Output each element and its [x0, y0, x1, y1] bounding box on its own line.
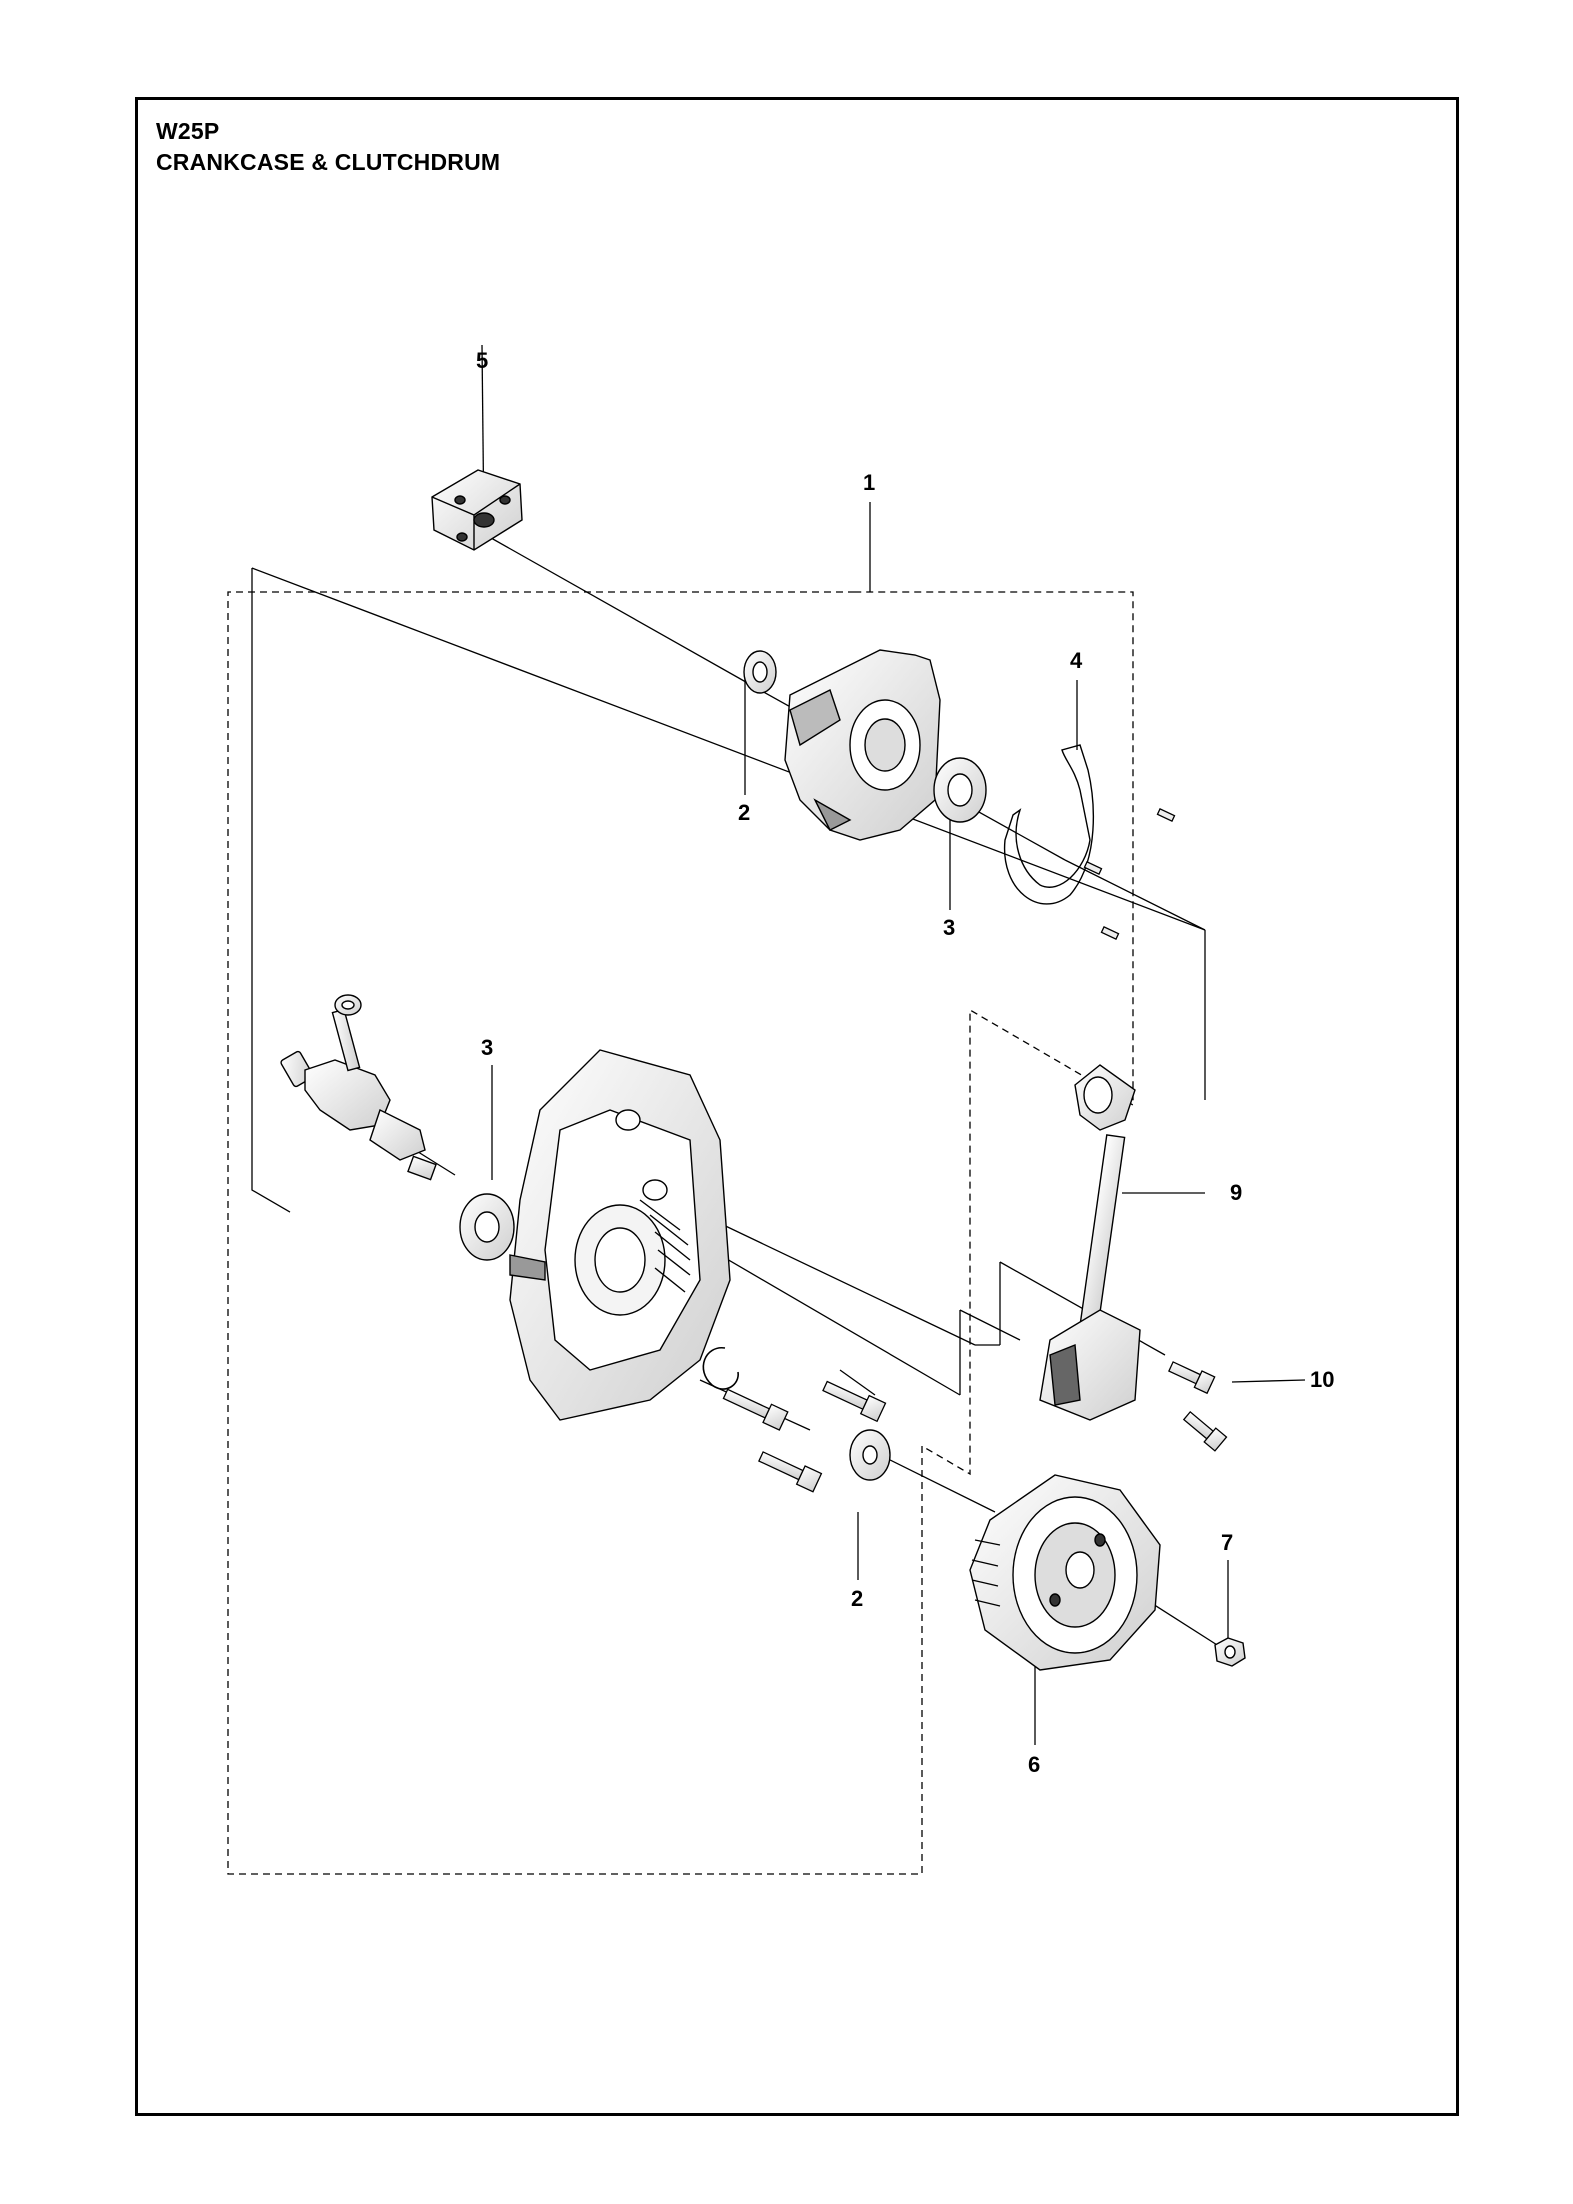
- gasket-part-4: [1003, 744, 1095, 905]
- flywheel-part-6: [969, 1474, 1161, 1671]
- washer-part-2-bottom: [849, 1429, 891, 1481]
- seal-part-2-top: [743, 650, 777, 694]
- crankcase-half-top: [784, 649, 941, 841]
- crank-axis-frame: [251, 568, 291, 1213]
- axis-clutch: [483, 533, 761, 691]
- axis-top: [251, 567, 1206, 931]
- crankshaft: [280, 994, 437, 1181]
- bearing-part-3-left: [459, 1193, 515, 1261]
- bearing-part-3-top: [933, 757, 987, 823]
- callout-2-top: 2: [738, 800, 750, 825]
- screws: [722, 1361, 1228, 1493]
- callout-3-left: 3: [481, 1035, 493, 1060]
- callout-labels: 5 1 4 2 3 3 9 10 7 2 6: [476, 348, 1334, 1777]
- callout-10: 10: [1310, 1367, 1334, 1392]
- clutch-part-5: [431, 469, 523, 551]
- callout-3-top: 3: [943, 915, 955, 940]
- circlip: [702, 1347, 739, 1390]
- callout-5: 5: [476, 348, 488, 373]
- callout-4: 4: [1070, 648, 1083, 673]
- callout-9: 9: [1230, 1180, 1242, 1205]
- pins: [1083, 808, 1176, 940]
- callout-7: 7: [1221, 1530, 1233, 1555]
- section-title: CRANKCASE & CLUTCHDRUM: [156, 149, 501, 175]
- callout-2-bottom: 2: [851, 1586, 863, 1611]
- callout-1: 1: [863, 470, 875, 495]
- callout-6: 6: [1028, 1752, 1040, 1777]
- model-title: W25P: [156, 118, 220, 144]
- crankcase-half-bottom: [509, 1049, 731, 1421]
- nut-part-7: [1214, 1637, 1246, 1667]
- page-frame: [135, 97, 1459, 2116]
- leader-10: [1231, 1379, 1306, 1383]
- ignition-module-part-9: [1039, 1064, 1141, 1421]
